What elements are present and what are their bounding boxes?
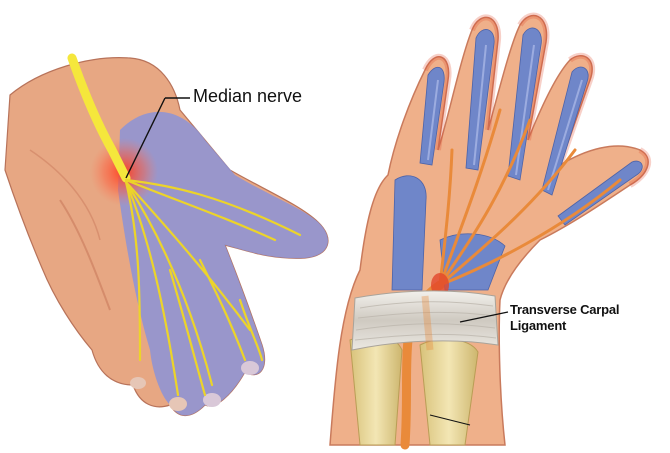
- nail-4: [130, 377, 146, 389]
- transverse-carpal-label: Transverse Carpal: [510, 302, 619, 317]
- nail-3: [169, 397, 187, 411]
- nail-1: [241, 361, 259, 375]
- right-hand: [330, 16, 648, 445]
- nerve-under-ligament: [425, 296, 430, 350]
- left-hand: [5, 58, 328, 416]
- median-nerve-label: Median nerve: [193, 86, 302, 107]
- ligament-label: Ligament: [510, 318, 566, 333]
